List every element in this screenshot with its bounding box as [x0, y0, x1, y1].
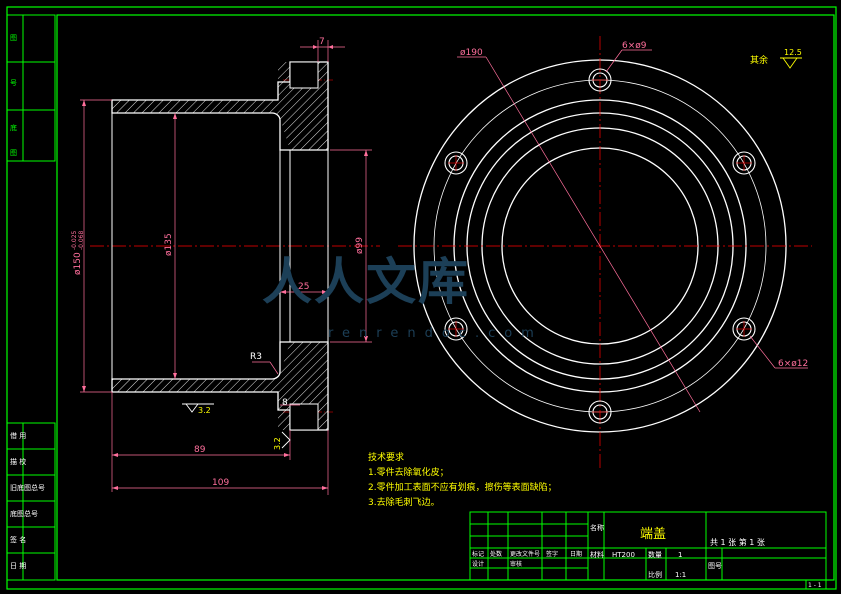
svg-text:109: 109 — [212, 478, 229, 488]
front-dim-text: ø190 6×ø9 6×ø12 — [460, 41, 808, 369]
svg-text:底图总号: 底图总号 — [10, 509, 38, 518]
svg-text:日 期: 日 期 — [10, 562, 26, 570]
section-inner-lines — [111, 100, 329, 392]
section-dim-text: 7 ø150 -0.025 -0.068 ø135 ø99 25 R3 8 89… — [71, 37, 365, 488]
section-lower — [111, 341, 329, 431]
svg-text:借 用: 借 用 — [10, 431, 26, 440]
tech-note-3: 3.去除毛刺飞边。 — [368, 496, 440, 508]
watermark: 人人文库 renrendoc.com — [262, 252, 543, 341]
svg-text:89: 89 — [194, 445, 206, 455]
left-top-strip — [6, 14, 56, 162]
svg-text:标记: 标记 — [472, 550, 484, 558]
front-dimensions — [457, 49, 808, 413]
svg-text:数量: 数量 — [648, 550, 662, 559]
section-dim-arrows — [82, 45, 368, 490]
svg-text:图: 图 — [10, 149, 17, 157]
svg-text:审核: 审核 — [510, 560, 522, 568]
page-corner: 1 - 1 — [808, 582, 822, 589]
svg-text:共 1 张 第 1 张: 共 1 张 第 1 张 — [710, 537, 765, 547]
bolt-hole-centers — [448, 79, 752, 413]
svg-text:ø135: ø135 — [164, 233, 174, 256]
roughness-face-symbol: 3.2 — [273, 431, 291, 450]
svg-text:-0.068: -0.068 — [78, 230, 85, 250]
svg-text:图: 图 — [10, 34, 17, 42]
svg-text:3.2: 3.2 — [198, 406, 211, 415]
svg-text:处数: 处数 — [490, 550, 502, 558]
svg-text:6×ø9: 6×ø9 — [622, 41, 647, 51]
svg-text:签 名: 签 名 — [10, 535, 26, 544]
svg-text:25: 25 — [298, 282, 309, 292]
section-upper — [111, 61, 329, 151]
svg-text:描 校: 描 校 — [10, 457, 26, 466]
svg-text:7: 7 — [319, 37, 325, 47]
title-block-text: 端盖 名称 材料 比例 数量 HT200 1 1:1 共 1 张 第 1 张 图… — [472, 523, 822, 589]
roughness-left-symbol: 3.2 — [182, 403, 214, 415]
svg-text:其余: 其余 — [750, 54, 768, 66]
roughness-other: 其余 12.5 — [750, 48, 802, 69]
svg-text:名称: 名称 — [590, 523, 604, 532]
tech-note-1: 1.零件去除氧化皮； — [368, 466, 449, 478]
svg-text:ø190: ø190 — [460, 48, 483, 58]
title-block — [469, 511, 827, 590]
svg-text:6×ø12: 6×ø12 — [778, 359, 808, 369]
svg-text:材料: 材料 — [590, 550, 604, 559]
svg-text:8: 8 — [282, 398, 288, 408]
svg-text:12.5: 12.5 — [784, 48, 802, 57]
part-name: 端盖 — [640, 527, 666, 542]
svg-text:底: 底 — [10, 123, 17, 132]
svg-text:R3: R3 — [250, 352, 262, 362]
svg-text:ø99: ø99 — [355, 237, 365, 254]
svg-text:ø150: ø150 — [73, 252, 83, 275]
section-dimensions — [80, 40, 372, 495]
left-bottom-strip — [6, 422, 56, 581]
inner-border — [56, 14, 835, 581]
svg-text:3.2: 3.2 — [273, 437, 282, 450]
left-strip-labels: 借 用 描 校 旧底图总号 底图总号 签 名 日 期 — [10, 431, 45, 570]
svg-text:日期: 日期 — [570, 550, 582, 558]
svg-text:签字: 签字 — [546, 550, 558, 558]
svg-text:号: 号 — [10, 79, 17, 87]
outer-border — [6, 6, 837, 590]
tech-notes: 技术要求 1.零件去除氧化皮； 2.零件加工表面不应有划痕，擦伤等表面缺陷； 3… — [368, 451, 557, 508]
front-centerlines — [398, 36, 812, 468]
svg-text:图号: 图号 — [708, 562, 722, 570]
svg-text:-0.025: -0.025 — [71, 230, 78, 250]
scale-value: 1:1 — [675, 571, 686, 579]
material-value: HT200 — [612, 551, 635, 559]
qty-value: 1 — [678, 551, 682, 559]
tech-note-2: 2.零件加工表面不应有划痕，擦伤等表面缺陷； — [368, 481, 557, 493]
svg-text:设计: 设计 — [472, 560, 484, 568]
svg-text:旧底图总号: 旧底图总号 — [10, 483, 45, 492]
svg-text:比例: 比例 — [648, 570, 662, 579]
tech-notes-title: 技术要求 — [368, 451, 404, 463]
svg-text:更改文件号: 更改文件号 — [510, 550, 540, 558]
